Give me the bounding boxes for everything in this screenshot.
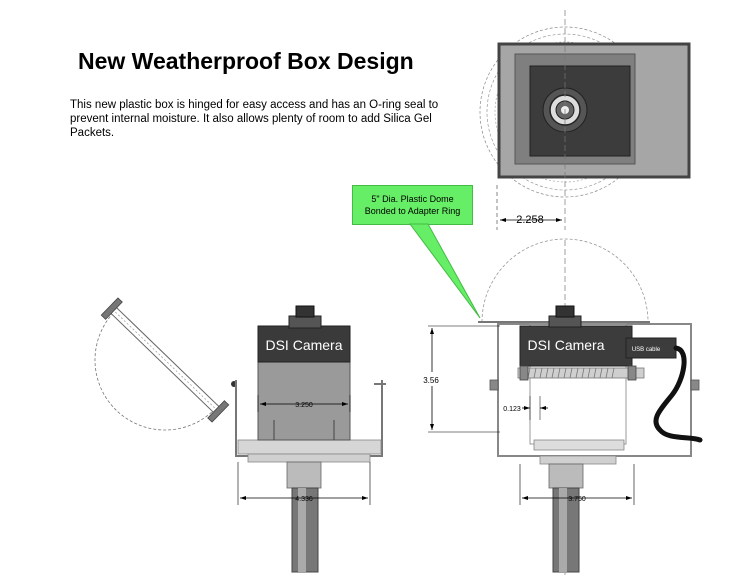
- callout-pointer: [409, 223, 481, 319]
- usb-cable-label: USB cable: [632, 347, 661, 353]
- dim-outer-width-right-label: 3.750: [568, 496, 586, 503]
- dim-inner-width-label: 3.250: [295, 402, 313, 409]
- top-view: [479, 10, 691, 230]
- description-text: This new plastic box is hinged for easy …: [70, 99, 439, 139]
- dome-callout: 5" Dia. Plastic Dome Bonded to Adapter R…: [352, 185, 473, 225]
- side-view-middle: DSI Camera 3.250 4.336: [235, 305, 386, 573]
- dim-offset-label: 2.258: [516, 214, 544, 226]
- camera-label-mid: DSI Camera: [265, 337, 342, 353]
- dim-height-label: 3.56: [423, 376, 439, 385]
- callout-line-2: Bonded to Adapter Ring: [364, 206, 461, 216]
- dim-small-gap-label: 0.123: [503, 406, 521, 413]
- callout-line-1: 5" Dia. Plastic Dome: [371, 194, 454, 204]
- page-title: New Weatherproof Box Design: [78, 48, 414, 74]
- dimension-offset: 2.258: [496, 185, 562, 230]
- opened-lid: [94, 297, 230, 431]
- side-view-right: DSI Camera USB cable 3.56: [418, 238, 703, 575]
- camera-label-right: DSI Camera: [527, 337, 604, 353]
- dim-outer-width-mid-label: 4.336: [295, 496, 313, 503]
